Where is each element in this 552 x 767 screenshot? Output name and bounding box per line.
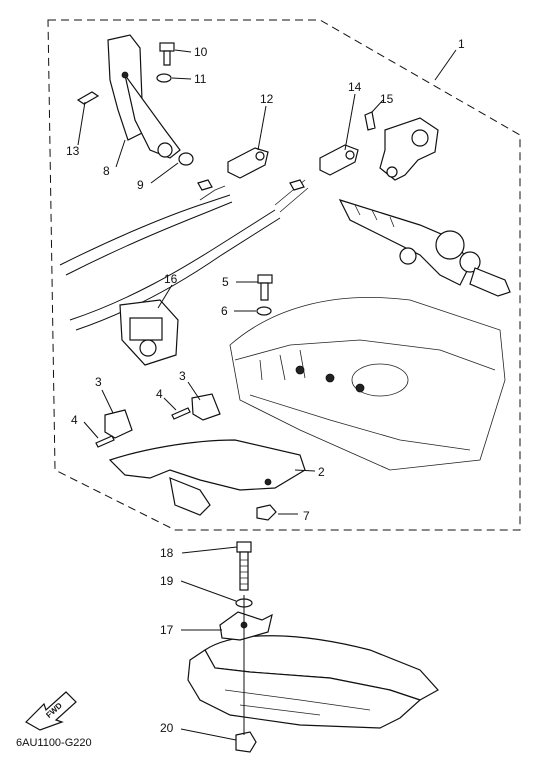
callout-16: 16 (164, 272, 178, 286)
bolt-10 (159, 42, 175, 66)
callout-11: 11 (194, 72, 207, 86)
callout-5: 5 (222, 275, 229, 289)
callout-17: 17 (160, 623, 174, 637)
pin-4-left (95, 435, 115, 448)
nut-20 (235, 731, 257, 753)
shift-linkage-assembly (338, 199, 511, 297)
callout-8: 8 (103, 164, 110, 178)
assembly-boundary (47, 19, 521, 531)
callout-4-right: 4 (156, 387, 163, 401)
callout-1: 1 (458, 37, 465, 51)
cotter-pin-15 (364, 111, 376, 131)
engine-lower-cover (229, 297, 506, 471)
clip-13 (76, 91, 100, 105)
cable-nut-right (289, 179, 305, 191)
circlip-9 (178, 152, 194, 166)
callout-18: 18 (160, 546, 174, 560)
callout-14: 14 (348, 80, 362, 94)
mount-bracket-lower (187, 635, 439, 729)
bracket-plate-2 (108, 439, 306, 516)
fwd-arrow-icon: FWD (25, 691, 77, 731)
bolt-5 (257, 274, 273, 301)
cable-holder-16 (119, 299, 179, 366)
lever-8 (107, 34, 181, 159)
bolt-18 (236, 541, 252, 591)
callout-6: 6 (221, 304, 228, 318)
cable-joint-12 (227, 147, 269, 179)
pin-4-right (171, 407, 191, 420)
washer-11 (156, 73, 172, 83)
callout-20: 20 (160, 721, 174, 735)
callout-3-right: 3 (179, 369, 186, 383)
callout-7: 7 (303, 509, 310, 523)
cable-nut-left (197, 179, 213, 191)
callout-3-left: 3 (95, 375, 102, 389)
washer-6 (256, 306, 272, 316)
callout-15: 15 (380, 92, 394, 106)
callout-13: 13 (66, 144, 80, 158)
callout-12: 12 (260, 92, 274, 106)
shift-lever-bracket (379, 117, 439, 181)
leader-lines (77, 49, 457, 741)
callout-2: 2 (318, 465, 325, 479)
cable-joint-14 (319, 144, 359, 176)
callout-19: 19 (160, 574, 174, 588)
callout-9: 9 (137, 178, 144, 192)
diagram-code: 6AU1100-G220 (16, 737, 92, 749)
callout-4-left: 4 (71, 413, 78, 427)
control-cables (59, 179, 309, 331)
clamp-3-left (104, 409, 133, 439)
plate-17 (219, 611, 273, 641)
nut-7 (256, 504, 277, 521)
clamp-3-right (191, 393, 221, 421)
callout-10: 10 (194, 45, 208, 59)
